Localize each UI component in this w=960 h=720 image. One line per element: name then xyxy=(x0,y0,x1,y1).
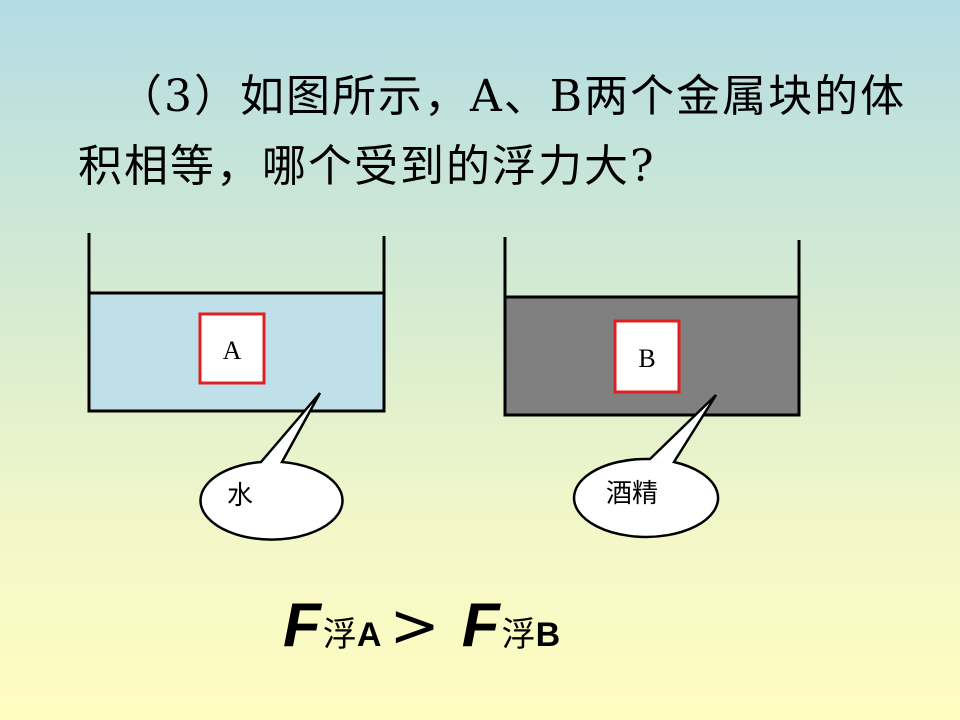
greater-than-operator: > xyxy=(389,591,440,661)
block-a-label: A xyxy=(223,336,242,365)
left-container: A xyxy=(87,233,386,413)
block-a xyxy=(198,312,266,385)
alcohol-callout: 酒精 xyxy=(572,394,720,539)
subscript-a-cjk: 浮 xyxy=(322,615,357,655)
right-container: B xyxy=(503,237,801,417)
block-b xyxy=(613,319,681,394)
water-label: 水 xyxy=(227,481,253,511)
water-callout: 水 xyxy=(199,392,344,541)
subscript-b-cjk: 浮 xyxy=(501,615,536,655)
question-text: （3）如图所示，A、B两个金属块的体积相等，哪个受到的浮力大? xyxy=(78,71,907,192)
buoyancy-subscript-a: 浮A xyxy=(323,607,382,656)
answer-formula: F 浮A > F 浮B xyxy=(283,590,560,690)
buoyancy-symbol-b: F xyxy=(461,591,500,660)
buoyancy-subscript-b: 浮B xyxy=(502,607,561,656)
water-callout-bubble xyxy=(199,392,344,541)
buoyancy-symbol-a: F xyxy=(283,591,321,660)
alcohol-callout-bubble xyxy=(572,394,720,539)
block-b-label: B xyxy=(638,344,655,373)
alcohol-label: 酒精 xyxy=(606,479,658,509)
subscript-a-letter: A xyxy=(356,616,382,654)
subscript-b-letter: B xyxy=(535,616,561,654)
